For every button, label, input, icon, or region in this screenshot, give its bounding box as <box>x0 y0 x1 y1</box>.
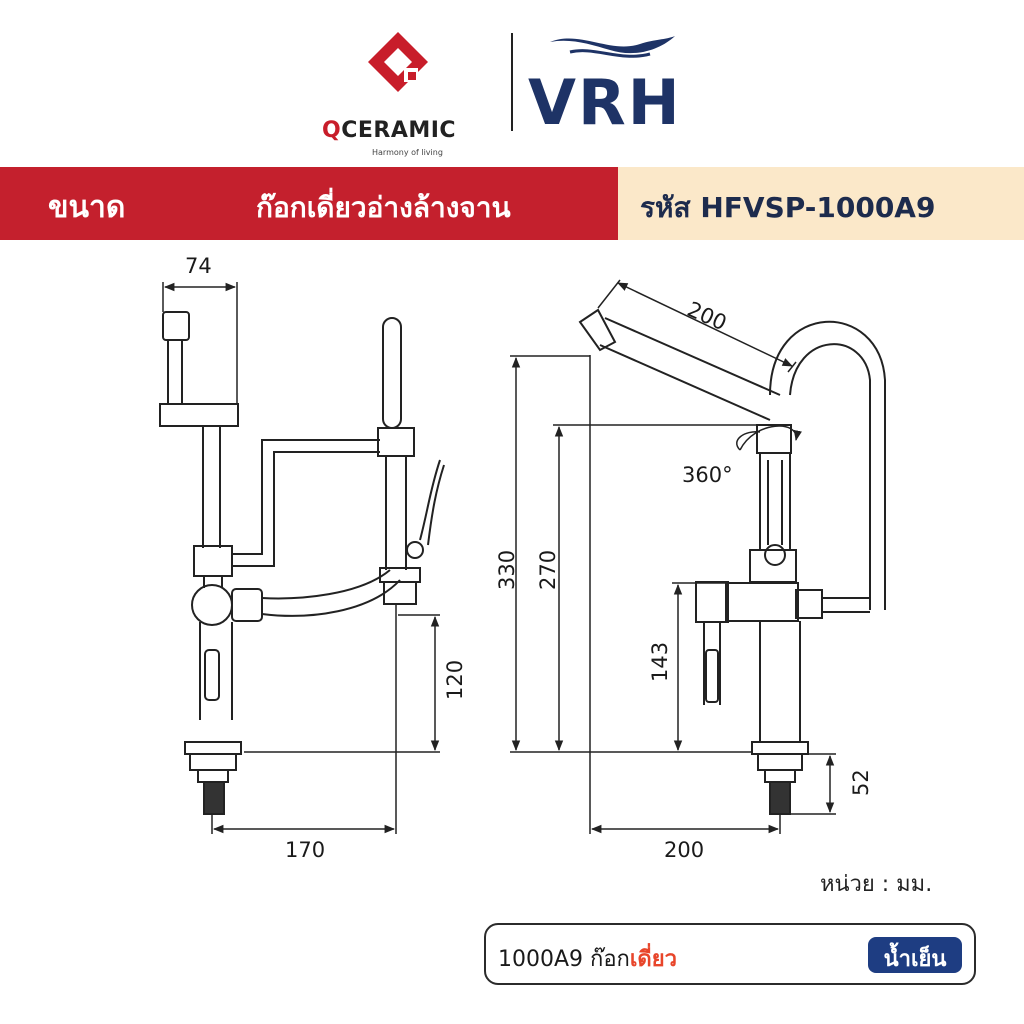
vrh-wordmark: VRH <box>528 66 682 139</box>
product-code: รหัส HFVSP-1000A9 <box>640 191 936 224</box>
banner-red-section <box>0 167 618 240</box>
dim-200-spout: 200 <box>684 297 730 335</box>
dim-330: 330 <box>495 550 519 590</box>
dim-120: 120 <box>443 660 467 700</box>
dimension-drawing: 74 200 360° 330 270 143 120 52 170 200 <box>159 254 886 860</box>
qceramic-tagline: Harmony of living <box>372 148 443 157</box>
dim-74: 74 <box>185 254 212 278</box>
dim-200-reach: 200 <box>664 838 704 860</box>
logo-divider <box>511 33 513 131</box>
dim-143: 143 <box>648 642 672 682</box>
cold-water-badge: น้ำเย็น <box>868 937 962 973</box>
model-footer: 1000A9 ก๊อกเดี่ยว น้ำเย็น <box>484 923 976 985</box>
dim-52: 52 <box>849 769 873 796</box>
model-label: 1000A9 ก๊อกเดี่ยว <box>498 947 677 972</box>
product-name: ก๊อกเดี่ยวอ่างล้างจาน <box>256 191 511 224</box>
qceramic-logo: QCERAMIC Harmony of living <box>322 30 492 157</box>
size-label: ขนาด <box>48 190 126 225</box>
qceramic-diamond-icon <box>368 32 428 92</box>
dim-360: 360° <box>682 463 733 487</box>
side-view-faucet <box>159 311 445 815</box>
title-banner: ขนาด ก๊อกเดี่ยวอ่างล้างจาน รหัส HFVSP-10… <box>0 167 1024 240</box>
qceramic-wordmark: QCERAMIC <box>322 118 457 143</box>
unit-label: หน่วย : มม. <box>820 872 933 897</box>
dim-170: 170 <box>285 838 325 860</box>
front-view-faucet <box>578 308 886 815</box>
banner-cream-section <box>618 167 1024 240</box>
dim-270: 270 <box>536 550 560 590</box>
vrh-wave-icon <box>550 36 675 58</box>
